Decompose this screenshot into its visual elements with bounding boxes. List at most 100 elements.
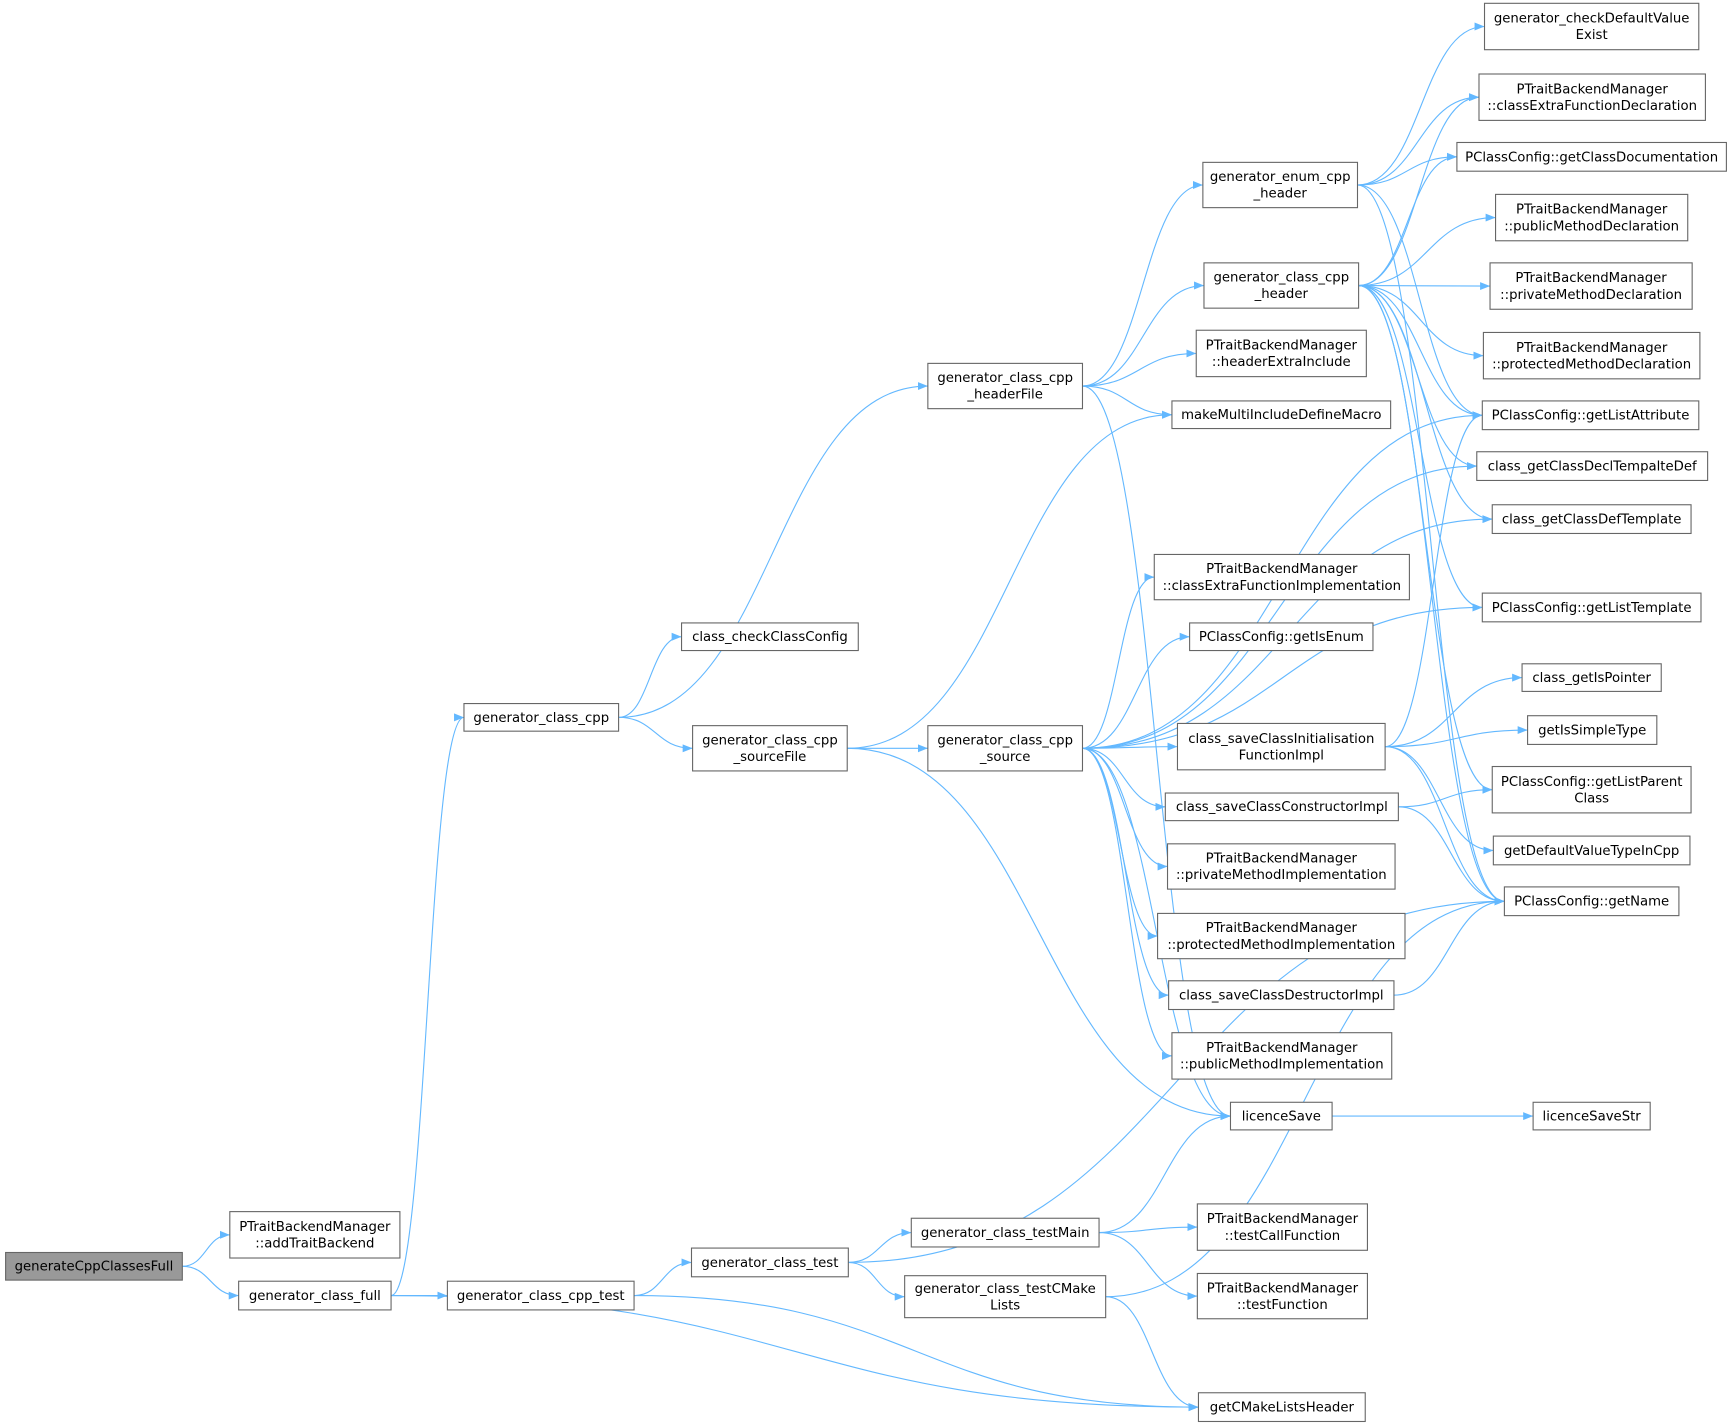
function-node[interactable]: generator_class_testMain: [910, 1217, 1100, 1248]
edge-n13-n43: [1357, 184, 1505, 906]
function-node[interactable]: licenceSave: [1229, 1101, 1333, 1131]
function-node[interactable]: generator_class_full: [238, 1280, 392, 1311]
function-node[interactable]: PTraitBackendManager::privateMethodDecla…: [1489, 262, 1693, 310]
node-box: [1476, 451, 1709, 482]
node-label: generator_class_cpp: [1213, 271, 1349, 286]
function-node[interactable]: PTraitBackendManager::headerExtraInclude: [1195, 329, 1367, 378]
function-node[interactable]: class_checkClassConfig: [680, 622, 859, 652]
node-box: [1157, 912, 1406, 960]
node-label: getIsSimpleType: [1538, 723, 1646, 738]
function-node[interactable]: class_getClassDeclTempalteDef: [1476, 451, 1709, 482]
edge-n19-n35: [1385, 411, 1483, 748]
node-label: PClassConfig::getListParent: [1501, 775, 1683, 790]
root-function-node[interactable]: generateCppClassesFull: [5, 1251, 183, 1281]
edge-n12-n28: [1105, 1296, 1199, 1412]
edge-n7-n8: [634, 1258, 692, 1297]
edge-n11-n26: [1099, 1223, 1198, 1234]
function-node[interactable]: generator_class_test: [690, 1247, 849, 1278]
node-label: PTraitBackendManager: [1517, 82, 1669, 97]
edge-n7-n28: [634, 1295, 1199, 1412]
node-label: class_checkClassConfig: [692, 630, 848, 645]
edge-n11-n25: [1099, 1112, 1231, 1234]
node-box: [1195, 329, 1367, 378]
node-box: [1503, 886, 1680, 917]
node-label: PClassConfig::getListAttribute: [1492, 409, 1690, 424]
node-label: PTraitBackendManager: [1206, 339, 1358, 354]
function-node[interactable]: generator_class_cpp_source: [927, 725, 1084, 772]
function-node[interactable]: PTraitBackendManager::publicMethodDeclar…: [1495, 193, 1689, 242]
node-label: generator_class_cpp_test: [457, 1289, 625, 1304]
function-node[interactable]: PTraitBackendManager::classExtraFunction…: [1478, 73, 1706, 121]
node-label: PClassConfig::getIsEnum: [1199, 630, 1364, 645]
function-node[interactable]: PClassConfig::getListAttribute: [1481, 400, 1700, 431]
node-label: ::protectedMethodImplementation: [1167, 938, 1395, 953]
function-node[interactable]: PClassConfig::getClassDocumentation: [1456, 141, 1727, 172]
function-node[interactable]: generator_class_cpp_headerFile: [927, 362, 1084, 410]
edge-n11-n27: [1099, 1232, 1198, 1301]
function-node[interactable]: makeMultiIncludeDefineMacro: [1171, 400, 1392, 430]
function-node[interactable]: generator_class_cpp: [463, 703, 620, 732]
node-label: ::classExtraFunctionDeclaration: [1487, 99, 1697, 114]
node-box: [1489, 262, 1693, 310]
edge-n14-n32: [1358, 213, 1496, 287]
edge-n9-n16: [1082, 385, 1172, 419]
edge-n4-n5: [618, 632, 682, 718]
function-node[interactable]: licenceSaveStr: [1532, 1101, 1651, 1131]
node-box: [229, 1211, 401, 1259]
edge-n20-n43: [1398, 806, 1505, 906]
function-node[interactable]: getCMakeListsHeader: [1197, 1392, 1366, 1423]
node-label: getCMakeListsHeader: [1210, 1401, 1355, 1416]
node-box: [690, 1247, 849, 1278]
function-node[interactable]: class_saveClassDestructorImpl: [1168, 980, 1395, 1011]
node-label: _headerFile: [966, 388, 1042, 403]
function-node[interactable]: class_getIsPointer: [1521, 663, 1662, 692]
function-node[interactable]: generator_class_cpp_test: [446, 1280, 635, 1311]
node-label: class_saveClassInitialisation: [1188, 732, 1374, 747]
edge-n3-n4: [390, 713, 465, 1297]
function-node[interactable]: getDefaultValueTypeInCpp: [1492, 835, 1691, 866]
node-box: [1197, 1392, 1366, 1423]
function-node[interactable]: generator_class_cpp_sourceFile: [692, 725, 848, 772]
edge-n13-n35: [1357, 184, 1483, 420]
edge-n9-n14: [1082, 281, 1204, 387]
node-label: ::protectedMethodDeclaration: [1492, 357, 1691, 372]
node-label: generator_checkDefaultValue: [1494, 12, 1690, 27]
function-node[interactable]: PTraitBackendManager::protectedMethodDec…: [1482, 331, 1701, 380]
node-label: PTraitBackendManager: [1516, 203, 1668, 218]
function-node[interactable]: PTraitBackendManager::testFunction: [1196, 1272, 1368, 1320]
function-node[interactable]: PClassConfig::getName: [1503, 886, 1680, 917]
edge-n9-n13: [1082, 181, 1203, 387]
node-label: PTraitBackendManager: [1207, 1212, 1359, 1227]
node-box: [1491, 765, 1692, 814]
function-node[interactable]: getIsSimpleType: [1527, 715, 1658, 745]
function-node[interactable]: class_saveClassConstructorImpl: [1164, 792, 1399, 822]
node-label: _source: [979, 750, 1031, 765]
edge-n13-n29: [1357, 22, 1485, 186]
edge-n10-n36: [1082, 462, 1477, 749]
function-node[interactable]: PTraitBackendManager::classExtraFunction…: [1153, 553, 1410, 601]
function-node[interactable]: PTraitBackendManager::privateMethodImple…: [1166, 843, 1396, 890]
function-node[interactable]: PTraitBackendManager::publicMethodImplem…: [1171, 1032, 1393, 1080]
edge-n14-n37: [1358, 284, 1493, 524]
function-node[interactable]: PTraitBackendManager::protectedMethodImp…: [1157, 912, 1406, 960]
node-box: [446, 1280, 635, 1311]
edge-n19-n42: [1385, 746, 1494, 855]
node-box: [1532, 1101, 1651, 1131]
node-box: [910, 1217, 1100, 1248]
edge-n10-n38: [1082, 603, 1483, 749]
node-label: PTraitBackendManager: [1516, 341, 1668, 356]
node-label: FunctionImpl: [1239, 748, 1324, 763]
node-box: [1166, 843, 1396, 890]
function-node[interactable]: class_getClassDefTemplate: [1491, 504, 1692, 535]
function-node[interactable]: class_saveClassInitialisationFunctionImp…: [1176, 722, 1386, 771]
function-node[interactable]: generator_class_cpp_header: [1203, 262, 1360, 309]
node-label: licenceSave: [1242, 1110, 1321, 1125]
function-node[interactable]: generator_enum_cpp_header: [1202, 161, 1359, 209]
function-node[interactable]: PClassConfig::getListTemplate: [1481, 592, 1702, 623]
function-node[interactable]: PTraitBackendManager::testCallFunction: [1196, 1203, 1368, 1251]
function-node[interactable]: PClassConfig::getIsEnum: [1189, 622, 1374, 652]
function-node[interactable]: PTraitBackendManager::addTraitBackend: [229, 1211, 401, 1259]
